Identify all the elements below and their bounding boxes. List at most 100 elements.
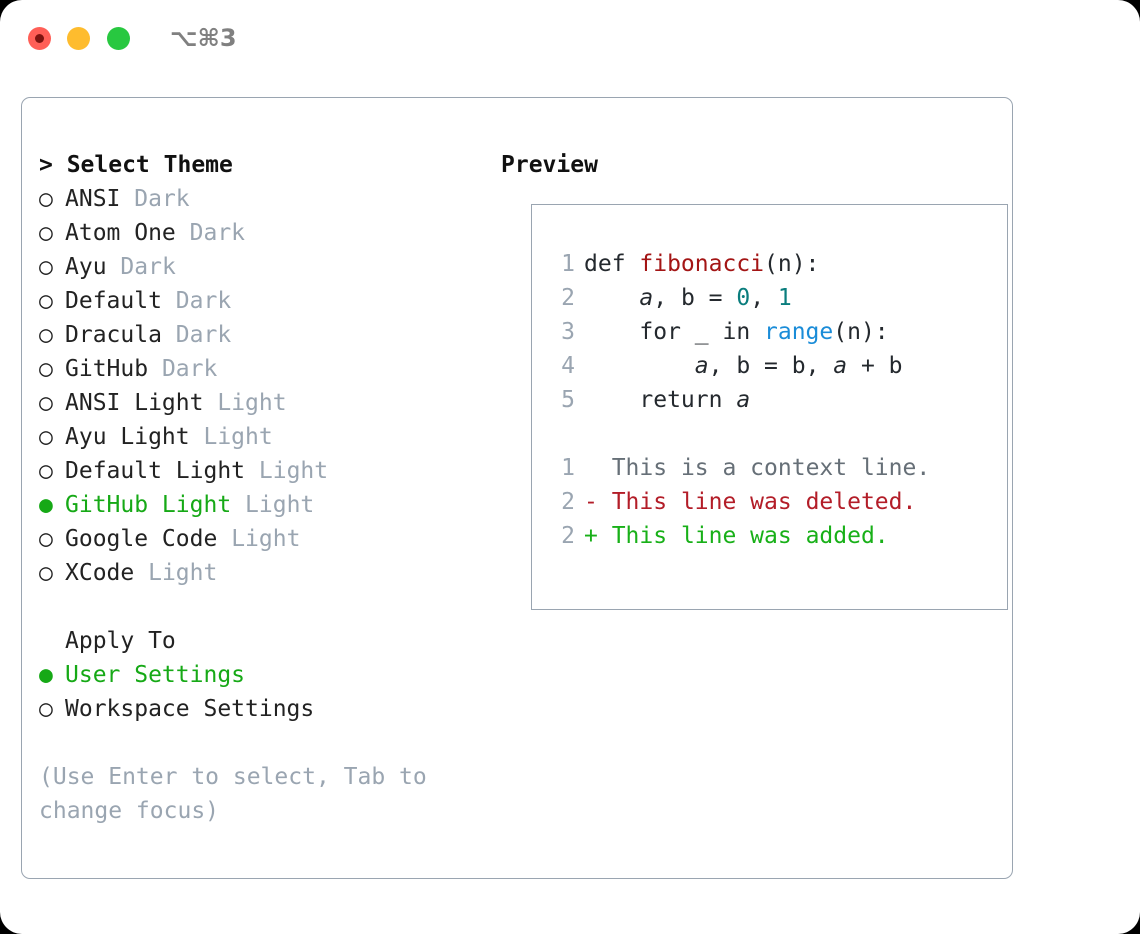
diff-line-number: 2 xyxy=(561,523,575,549)
theme-option-list[interactable]: ○ANSI Dark○Atom One Dark○Ayu Dark○Defaul… xyxy=(39,182,479,590)
apply-to-heading-indent xyxy=(39,624,65,658)
radio-unselected-icon: ○ xyxy=(39,356,53,382)
keyboard-hint-text: (Use Enter to select, Tab to change focu… xyxy=(39,764,441,824)
theme-option-variant: Light xyxy=(258,458,329,484)
theme-option-name: XCode xyxy=(65,560,135,586)
apply-to-option-user-settings[interactable]: ●User Settings xyxy=(39,658,479,692)
code-token-plain: (n): xyxy=(764,251,820,277)
main-panel: > Select Theme ○ANSI Dark○Atom One Dark○… xyxy=(21,97,1013,879)
radio-unselected-icon: ○ xyxy=(39,288,53,314)
theme-option-name: GitHub Light xyxy=(65,492,232,518)
code-token-builtin: range xyxy=(764,319,834,345)
radio-unselected-icon: ○ xyxy=(39,424,53,450)
code-line: 4 a, b = b, a + b xyxy=(547,349,997,383)
theme-option-name: Default Light xyxy=(65,458,246,484)
radio-unselected-icon: ○ xyxy=(39,322,53,348)
preview-heading: Preview xyxy=(501,152,598,178)
diff-line-del: 2- This line was deleted. xyxy=(547,485,997,519)
theme-option-github-light[interactable]: ● GitHub Light Light xyxy=(39,488,479,522)
theme-option-variant: Dark xyxy=(175,288,232,314)
code-token-plain xyxy=(584,285,639,311)
theme-option-gap xyxy=(120,186,134,212)
code-token-kw: def xyxy=(584,251,640,277)
radio-unselected-icon: ○ xyxy=(39,390,53,416)
minimize-button-icon[interactable] xyxy=(67,27,90,50)
code-token-plain: return xyxy=(584,387,737,413)
code-token-plain: , b = b, xyxy=(708,353,834,379)
theme-option-atom-one[interactable]: ○Atom One Dark xyxy=(39,216,479,250)
code-line-number: 1 xyxy=(561,251,575,277)
theme-option-ayu[interactable]: ○ Ayu Dark xyxy=(39,250,479,284)
theme-option-name: Atom One xyxy=(65,220,176,246)
radio-selected-icon: ● xyxy=(39,492,53,518)
theme-option-name: Dracula xyxy=(65,322,162,348)
maximize-button-icon[interactable] xyxy=(107,27,130,50)
theme-option-gap xyxy=(148,356,162,382)
code-token-plain: b xyxy=(680,285,695,311)
apply-to-option-list[interactable]: ●User Settings ○ Workspace Settings xyxy=(39,658,479,726)
diff-line-prefix: + xyxy=(584,523,612,549)
radio-unselected-icon: ○ xyxy=(39,560,53,586)
radio-unselected-icon: ○ xyxy=(39,696,53,722)
code-token-plain: = xyxy=(694,285,737,311)
code-token-var: a xyxy=(639,285,654,311)
theme-option-default[interactable]: ○Default Dark xyxy=(39,284,479,318)
theme-option-variant: Dark xyxy=(120,254,176,280)
diff-line-add: 2 + This line was added. xyxy=(547,519,997,553)
diff-line-prefix: - xyxy=(584,489,612,515)
theme-option-gap xyxy=(203,390,217,416)
theme-option-gap xyxy=(162,322,176,348)
code-line-number: 4 xyxy=(561,353,575,379)
diff-line-text: This is a context line. xyxy=(611,455,931,481)
code-token-plain: for _ in xyxy=(584,319,765,345)
theme-option-github[interactable]: ○ GitHub Dark xyxy=(39,352,479,386)
radio-unselected-icon: ○ xyxy=(39,458,53,484)
radio-unselected-icon: ○ xyxy=(39,186,53,212)
theme-option-ansi[interactable]: ○ANSI Dark xyxy=(39,182,479,216)
theme-option-xcode[interactable]: ○ XCode Light xyxy=(39,556,479,590)
code-line: 2 a, b = 0, 1 xyxy=(547,281,997,315)
code-line-number: 5 xyxy=(561,387,575,413)
code-token-plain: , xyxy=(653,285,681,311)
theme-option-google-code[interactable]: ○Google Code Light xyxy=(39,522,479,556)
code-token-plain: (n): xyxy=(833,319,889,345)
diff-line-ctx: 1 This is a context line. xyxy=(547,451,997,485)
diff-line-text: This line was added. xyxy=(611,523,889,549)
hint-spacer xyxy=(39,726,479,760)
theme-option-dracula[interactable]: ○Dracula Dark xyxy=(39,318,479,352)
theme-option-ansi-light[interactable]: ○ANSI Light Light xyxy=(39,386,479,420)
theme-option-gap xyxy=(231,492,245,518)
theme-option-default-light[interactable]: ○ Default Light Light xyxy=(39,454,479,488)
code-token-fn: fibonacci xyxy=(639,251,765,277)
code-line: 1 def fibonacci(n): xyxy=(547,247,997,281)
code-line-number: 2 xyxy=(561,285,575,311)
theme-option-name: Ayu xyxy=(65,254,107,280)
apply-to-option-name: Workspace Settings xyxy=(65,696,315,722)
list-spacer xyxy=(39,590,479,624)
code-token-var: a xyxy=(694,353,709,379)
theme-option-variant: Dark xyxy=(161,356,218,382)
code-token-plain xyxy=(584,353,695,379)
theme-option-variant: Light xyxy=(245,492,315,518)
theme-option-gap xyxy=(190,424,204,450)
radio-unselected-icon: ○ xyxy=(39,526,53,552)
diff-line-number: 2 xyxy=(561,489,575,515)
code-line-number: 3 xyxy=(561,319,575,345)
keyboard-shortcut-label: ⌥⌘3 xyxy=(170,24,237,52)
theme-option-name: GitHub xyxy=(65,356,149,382)
theme-option-ayu-light[interactable]: ○Ayu Light Light xyxy=(39,420,479,454)
title-bar: ⌥⌘3 xyxy=(0,0,1140,78)
code-token-var: a xyxy=(833,353,848,379)
theme-option-gap xyxy=(107,254,121,280)
radio-unselected-icon: ○ xyxy=(39,254,53,280)
theme-option-name: Google Code xyxy=(65,526,218,552)
theme-option-gap xyxy=(245,458,259,484)
select-theme-heading: > Select Theme xyxy=(39,152,233,178)
code-token-plain: + b xyxy=(847,353,903,379)
code-line: 3 for _ in range(n): xyxy=(547,315,997,349)
radio-unselected-icon: ○ xyxy=(39,220,53,246)
theme-option-variant: Light xyxy=(148,560,218,586)
apply-to-option-workspace-settings[interactable]: ○ Workspace Settings xyxy=(39,692,479,726)
